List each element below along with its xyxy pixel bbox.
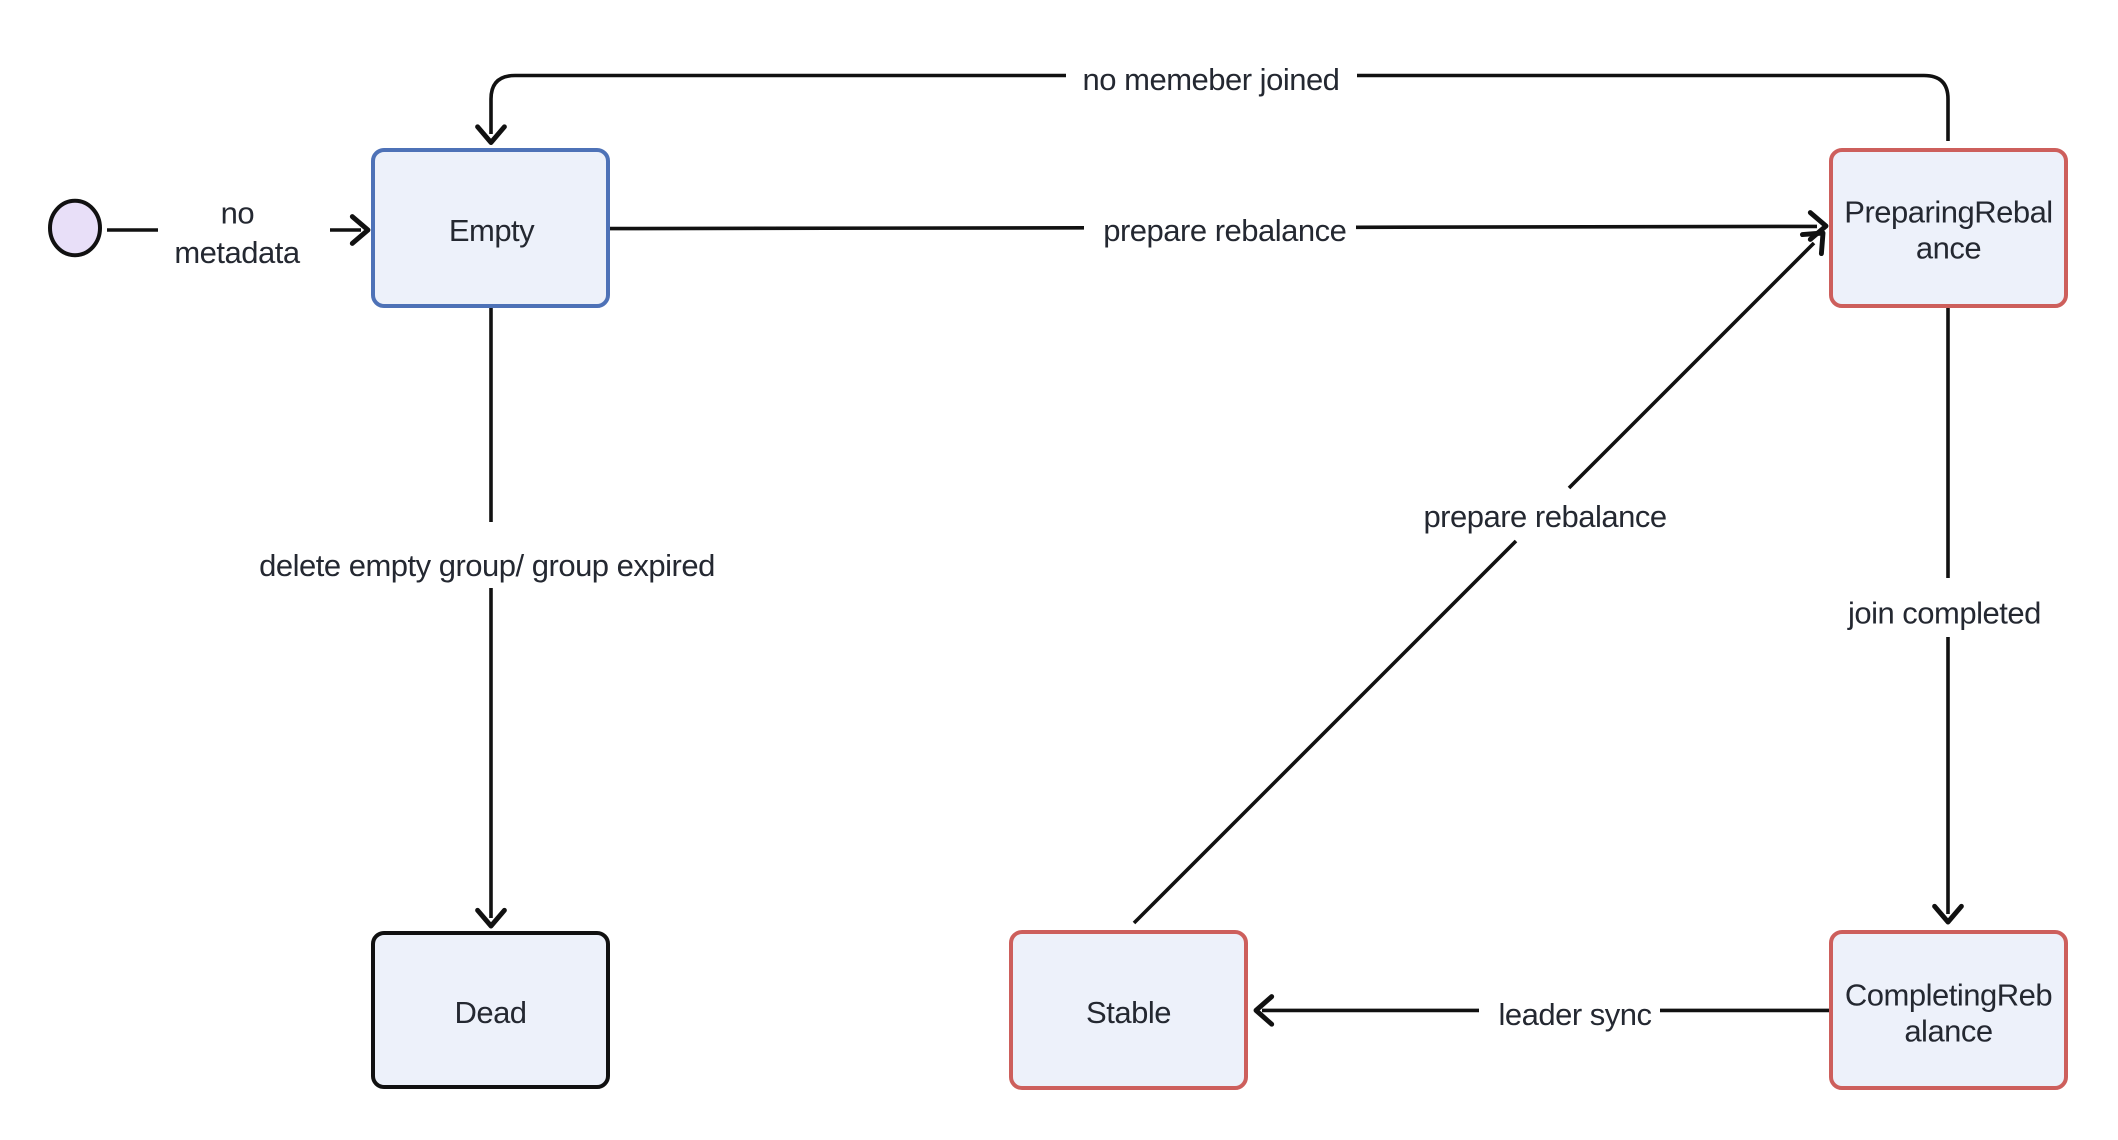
svg-text:prepare rebalance: prepare rebalance [1423, 499, 1666, 534]
svg-text:Stable: Stable [1086, 995, 1171, 1030]
svg-text:no memeber joined: no memeber joined [1083, 62, 1340, 97]
svg-text:join completed: join completed [1847, 596, 2041, 631]
svg-text:alance: alance [1904, 1013, 1992, 1048]
svg-text:leader sync: leader sync [1498, 997, 1651, 1032]
svg-text:PreparingRebal: PreparingRebal [1844, 195, 2052, 230]
svg-text:Dead: Dead [454, 995, 526, 1030]
svg-text:ance: ance [1916, 230, 1981, 265]
svg-text:metadata: metadata [174, 235, 301, 270]
svg-text:CompletingReb: CompletingReb [1845, 978, 2052, 1013]
svg-text:prepare rebalance: prepare rebalance [1103, 213, 1346, 248]
svg-text:no: no [221, 196, 254, 231]
svg-text:delete empty group/ group expi: delete empty group/ group expired [259, 548, 715, 583]
svg-text:Empty: Empty [449, 213, 535, 248]
